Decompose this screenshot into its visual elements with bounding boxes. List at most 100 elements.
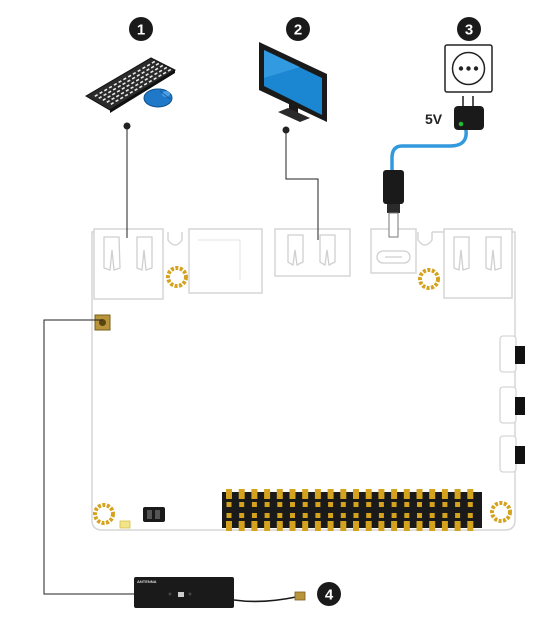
gpio-pin <box>391 489 398 499</box>
gpio-pin-head <box>353 513 359 518</box>
keyboard-key <box>127 74 132 78</box>
keyboard-key <box>113 82 118 86</box>
keyboard-key <box>124 93 129 97</box>
side-button <box>499 386 525 424</box>
keyboard-key <box>117 84 122 88</box>
gpio-pin-head <box>391 513 397 518</box>
keyboard-key <box>163 66 168 70</box>
keyboard-key <box>108 85 113 89</box>
board <box>91 228 525 531</box>
gpio-pin-head <box>378 502 384 507</box>
gpio-pin-head <box>226 502 232 507</box>
keyboard-key <box>115 94 120 98</box>
ethernet-port <box>188 228 263 294</box>
gpio-pin-head <box>302 502 308 507</box>
gpio-pin-head <box>251 502 257 507</box>
side-button <box>499 435 525 473</box>
gpio-pin <box>441 489 448 499</box>
gpio-pin <box>302 489 309 499</box>
gpio-pin <box>226 521 232 531</box>
keyboard-key <box>115 99 119 103</box>
gpio-pin <box>314 489 321 499</box>
gpio-pin-head <box>264 513 270 518</box>
keyboard-key <box>146 68 150 72</box>
keyboard-key <box>154 67 159 71</box>
keyboard-connection-dot <box>123 122 131 130</box>
keyboard-key <box>131 81 135 85</box>
gpio-pin <box>251 521 258 531</box>
gpio-pin-head <box>442 502 448 507</box>
keyboard-key <box>135 83 139 87</box>
keyboard-key <box>111 92 116 96</box>
gpio-pin <box>276 489 283 499</box>
gpio-pin-head <box>315 513 321 518</box>
keyboard-key <box>122 82 126 86</box>
gpio-pin <box>340 489 347 499</box>
step-number-1: 1 <box>137 22 145 39</box>
usb-port-right <box>443 228 513 299</box>
small-switch <box>143 507 165 522</box>
gpio-pin <box>454 489 461 499</box>
gpio-pin-head <box>277 513 283 518</box>
monitor-connection-line <box>285 130 319 240</box>
mounting-hole <box>490 501 512 523</box>
gpio-pin-head <box>353 502 359 507</box>
power-cable <box>390 128 468 174</box>
step-badge-4: 4 <box>317 582 341 606</box>
gpio-pin-head <box>429 502 435 507</box>
gpio-header <box>222 489 482 531</box>
keyboard-key <box>155 62 160 66</box>
wall-outlet <box>444 44 493 93</box>
keyboard-key <box>162 71 167 75</box>
antenna-connector <box>94 314 111 331</box>
gpio-pin <box>264 521 271 531</box>
gpio-pin-head <box>328 513 334 518</box>
keyboard-key <box>106 99 110 103</box>
keyboard-key <box>159 64 164 68</box>
step-number-2: 2 <box>294 22 302 39</box>
keyboard-key <box>94 93 98 97</box>
monitor-icon <box>259 42 327 122</box>
gpio-pin <box>289 489 296 499</box>
gpio-pin-head <box>239 502 245 507</box>
keyboard-key <box>134 88 138 92</box>
keyboard-key <box>154 72 158 76</box>
power-adapter-icon <box>454 96 484 130</box>
monitor-connection-dot <box>282 126 290 134</box>
step-badge-3: 3 <box>457 17 481 41</box>
gpio-pin <box>302 521 309 531</box>
gpio-pin <box>391 521 398 531</box>
gpio-pin-head <box>251 513 257 518</box>
keyboard-key <box>107 90 112 94</box>
gpio-pin-head <box>429 513 435 518</box>
gpio-pin-head <box>391 502 397 507</box>
usb-c-plug <box>383 170 404 238</box>
board-notch <box>417 232 433 246</box>
gpio-pin-head <box>290 513 295 518</box>
gpio-pin <box>251 489 258 499</box>
gpio-pin-head <box>417 502 422 507</box>
keyboard-key <box>139 85 143 89</box>
keyboard-key <box>121 86 126 90</box>
keyboard-key <box>110 101 114 105</box>
antenna-connection-line <box>43 319 134 595</box>
keyboard-key <box>131 76 136 80</box>
keyboard-key <box>126 84 130 88</box>
gpio-pin-head <box>366 513 372 518</box>
keyboard-key <box>120 91 125 95</box>
gpio-pin <box>327 521 334 531</box>
gpio-pin <box>441 521 448 531</box>
keyboard-key <box>107 95 111 99</box>
keyboard-key <box>103 88 108 92</box>
keyboard-key <box>143 82 148 86</box>
keyboard-key <box>167 68 172 72</box>
mouse-icon <box>143 88 173 108</box>
keyboard-key <box>129 90 134 94</box>
side-button <box>499 335 525 373</box>
step-number-3: 3 <box>465 22 473 39</box>
gpio-pin <box>264 489 271 499</box>
voltage-label: 5V <box>425 111 443 127</box>
step-number-4: 4 <box>325 587 334 604</box>
keyboard-key <box>116 89 121 93</box>
